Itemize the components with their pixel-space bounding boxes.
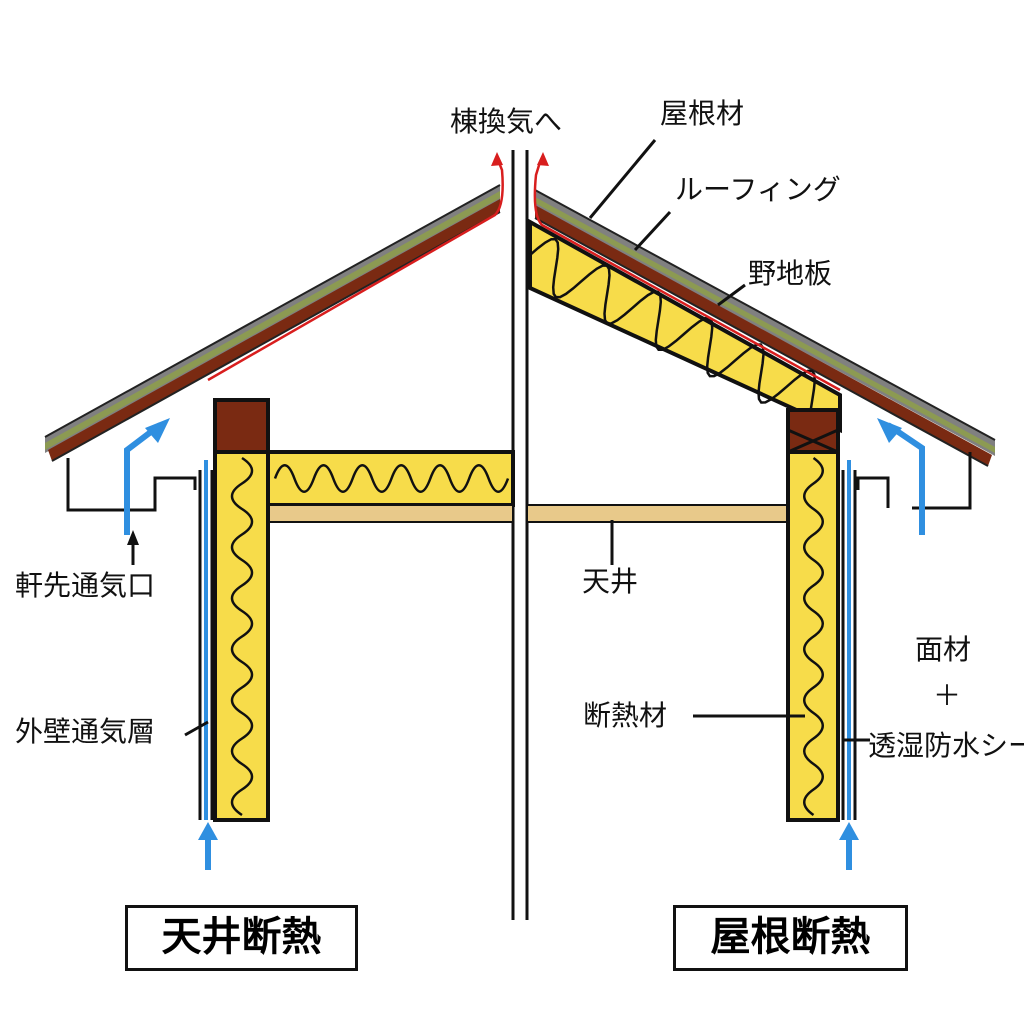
center-divider [511,150,529,920]
outer-wall-lines [66,452,972,820]
leader-lines [131,139,870,742]
label-roofing-underlay: ルーフィング [675,173,841,206]
right-roof [534,189,996,467]
ventilation-path [207,159,841,392]
label-ridge-vent: 棟換気へ [450,105,563,138]
left-roof [44,184,501,462]
label-eave-vent: 軒先通気口 [15,569,156,602]
right-ceiling-board [526,504,789,523]
label-sheathing: 野地板 [748,257,833,290]
label-wall-vent-layer: 外壁通気層 [15,715,156,748]
arrow-heads [145,418,902,840]
label-facing-material: 面材 [915,633,972,666]
ceiling-insulation-wave [273,464,510,493]
roof-insulation [528,218,842,434]
label-ceiling: 天井 [582,565,639,598]
left-wall-beam [213,398,270,454]
right-wall-insulation-wave [803,456,824,817]
left-wall-insulation-wave [230,456,254,817]
label-roofing-material: 屋根材 [660,97,745,130]
title-roof-insulation: 屋根断熱 [673,905,908,971]
left-ceiling-board [267,504,514,523]
label-plus: ＋ [933,679,962,712]
ridge-exit-arrows [491,152,549,166]
right-wall-beam [786,408,840,454]
label-insulation: 断熱材 [583,699,668,732]
roof-insulation-wave [529,237,839,431]
title-ceiling-insulation: 天井断熱 [125,905,358,971]
label-moisture-sheet: 透湿防水シー [868,729,1024,762]
air-flow-arrows [124,422,925,870]
